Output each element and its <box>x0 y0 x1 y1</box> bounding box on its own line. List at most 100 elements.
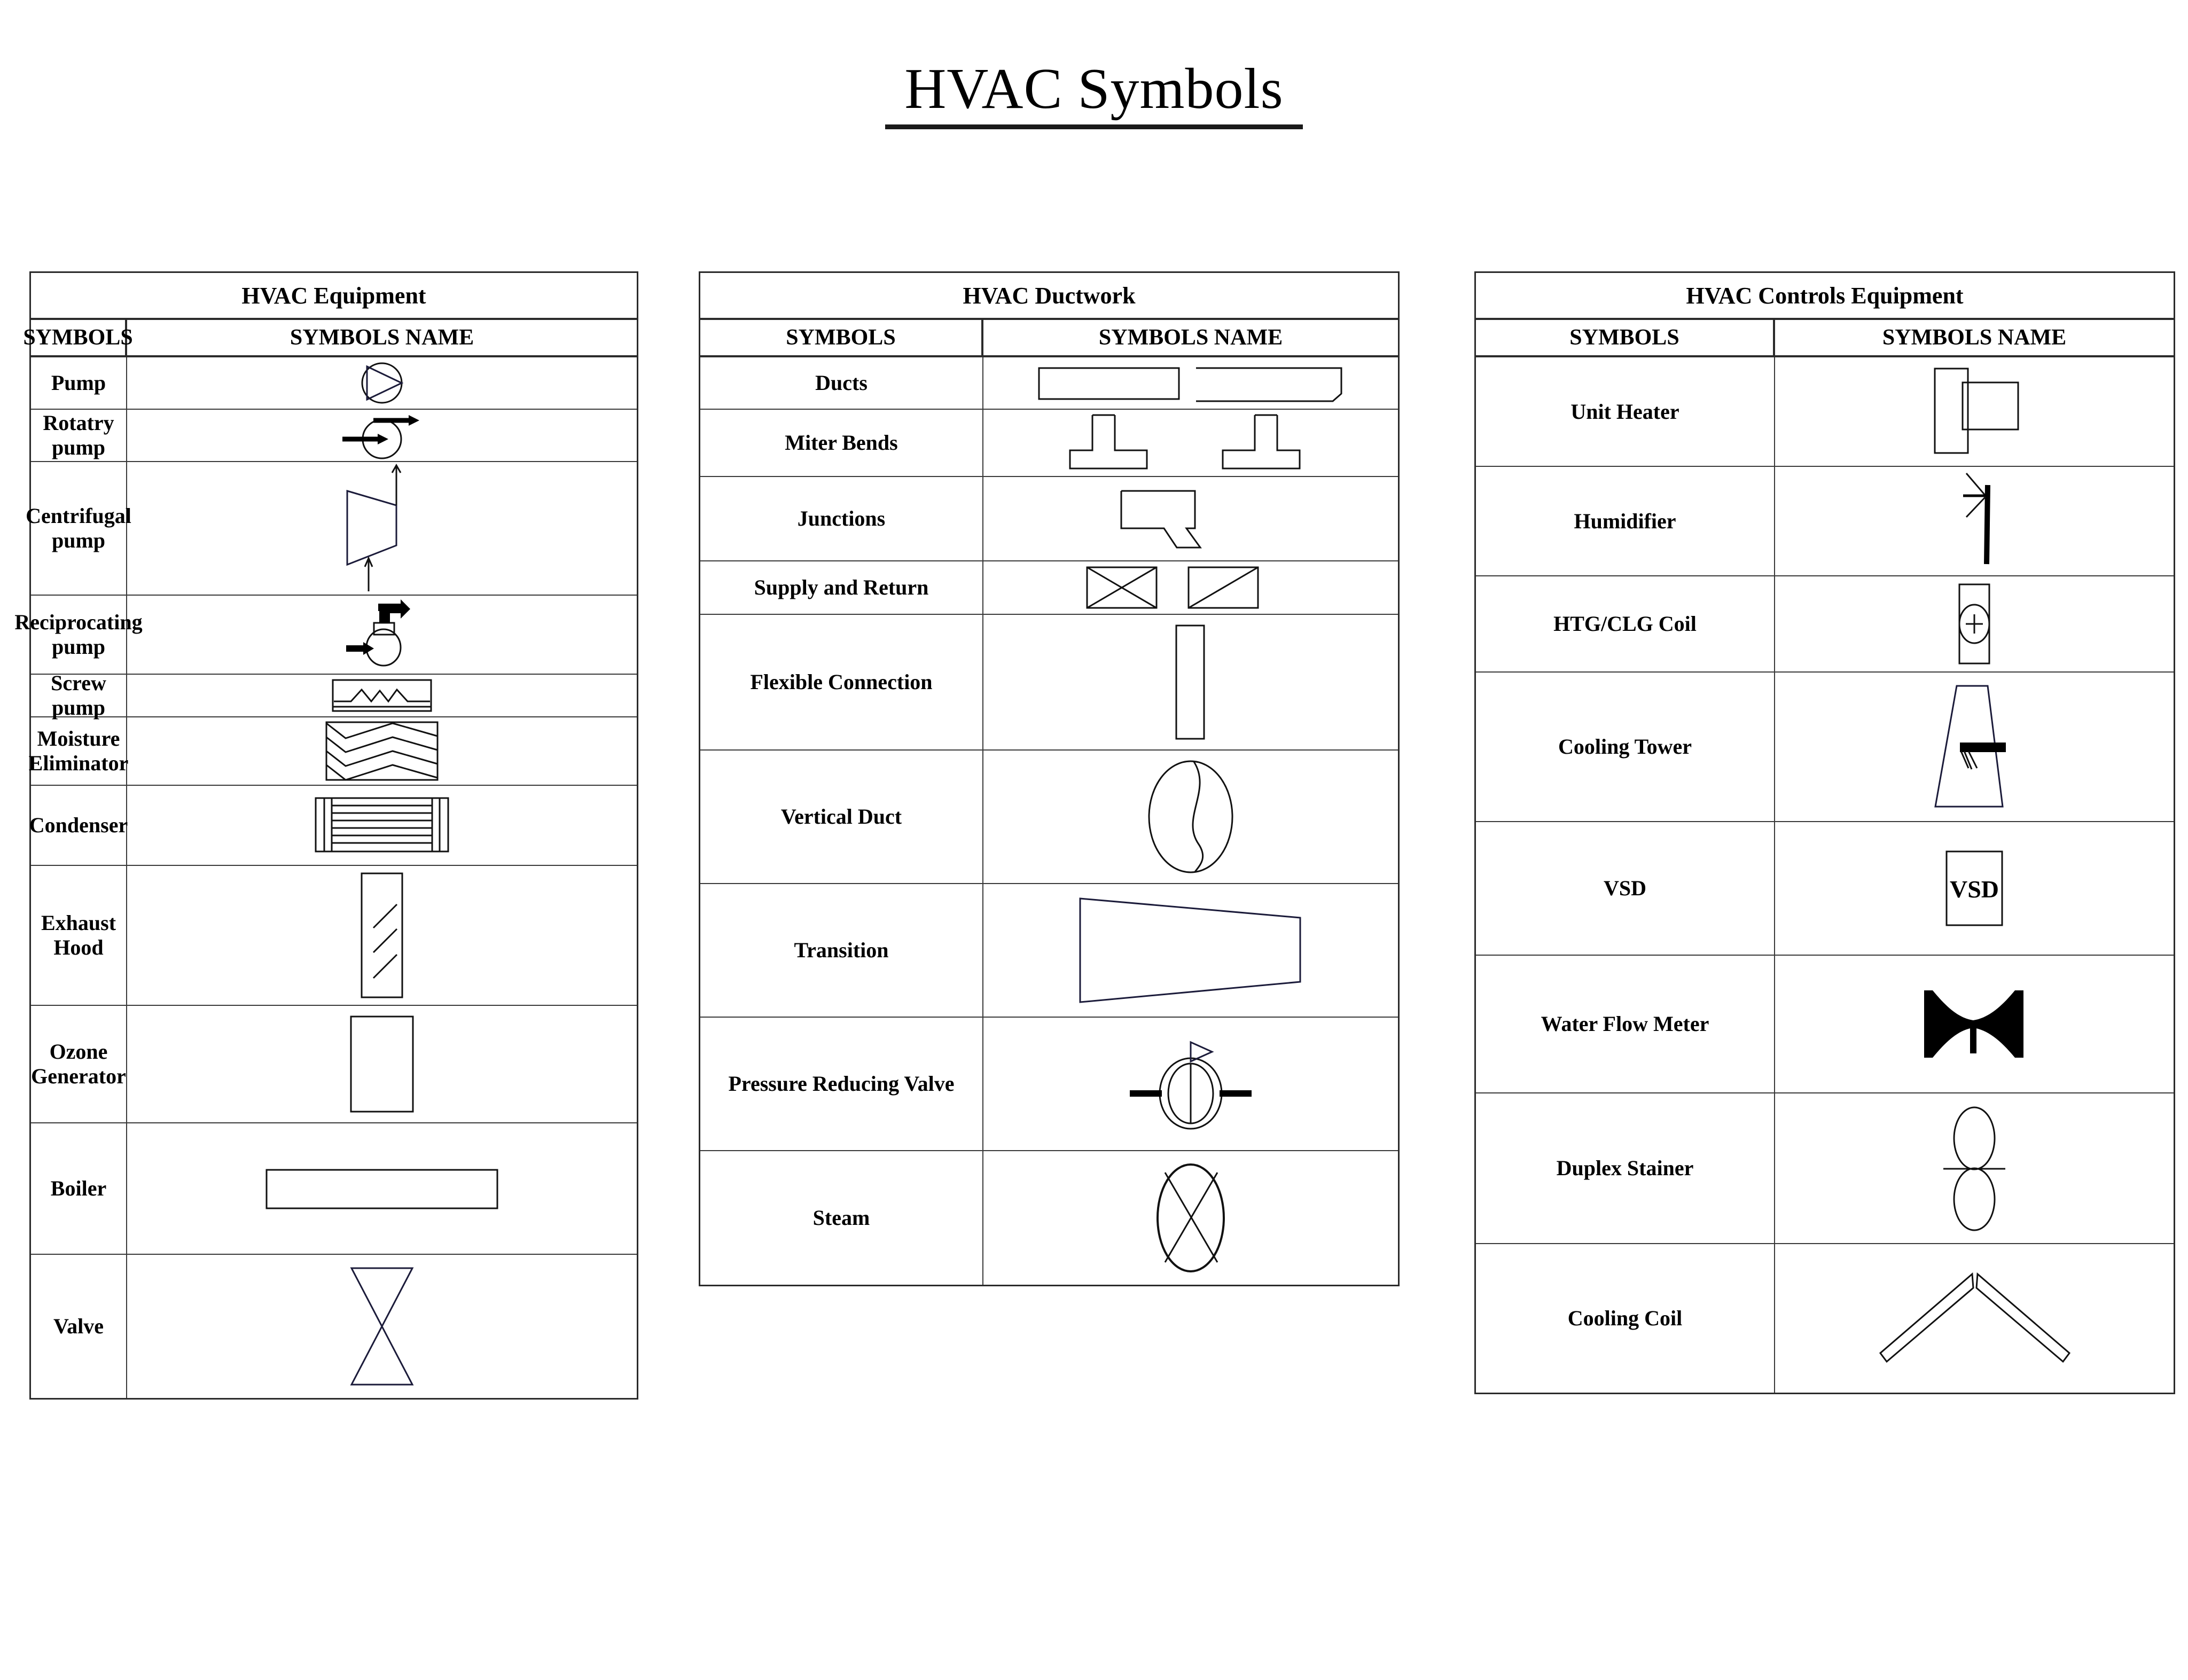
row-label: Junctions <box>700 477 983 560</box>
table-row: Cooling Tower <box>1476 673 2174 822</box>
symbol-bowtie-flow-meter <box>1775 956 2174 1092</box>
symbol-valve-circle-with-flag <box>983 1018 1398 1150</box>
table-title-equipment: HVAC Equipment <box>31 273 637 320</box>
table-row: Junctions <box>700 477 1398 561</box>
symbol-box-with-plus-circle <box>1775 576 2174 671</box>
page-title-container: HVAC Symbols <box>0 59 2188 130</box>
row-label: Reciprocating pump <box>14 596 143 674</box>
row-label: Ozone Generator <box>31 1006 127 1122</box>
symbol-box-with-zigzag <box>127 675 637 716</box>
table-row: HTG/CLG Coil <box>1476 576 2174 673</box>
row-label: Vertical Duct <box>700 751 983 883</box>
row-label: Screw pump <box>31 671 127 720</box>
row-label: Moisture Eliminator <box>29 717 128 785</box>
symbol-trapezoid-impeller-arrows <box>127 462 637 595</box>
table-row: Exhaust Hood <box>31 866 637 1006</box>
symbol-finned-coil-box <box>127 786 637 865</box>
table-row: Reciprocating pump <box>14 596 637 675</box>
table-row: Centrifugal pump <box>26 462 637 596</box>
table-row: Humidifier <box>1476 467 2174 576</box>
symbol-crossed-and-diagonal-box <box>983 561 1398 614</box>
row-label: Boiler <box>31 1123 127 1254</box>
symbol-piston-with-arrows <box>127 596 637 674</box>
table-header-row-controls: SYMBOLS SYMBOLS NAME <box>1476 320 2174 357</box>
symbol-tower-with-fan-bar <box>1775 673 2174 821</box>
table-title-ductwork: HVAC Ductwork <box>700 273 1398 320</box>
symbol-vsd-labelled-box: VSD <box>1775 822 2174 955</box>
row-label: VSD <box>1476 822 1775 955</box>
symbol-duct-branch-tap <box>983 477 1398 560</box>
page-title: HVAC Symbols <box>885 59 1303 130</box>
table-row: VSD VSD <box>1476 822 2174 956</box>
table-row: Supply and Return <box>700 561 1398 615</box>
table-row: Ducts <box>700 357 1398 410</box>
symbol-chevron-coil <box>1775 1244 2174 1393</box>
row-label: Water Flow Meter <box>1476 956 1775 1092</box>
symbol-two-duct-rectangles <box>983 357 1398 409</box>
row-label: Pressure Reducing Valve <box>700 1018 983 1150</box>
table-row: Pump <box>31 357 637 410</box>
table-title-controls: HVAC Controls Equipment <box>1476 273 2174 320</box>
symbol-two-l-bends <box>983 410 1398 476</box>
row-label: Ducts <box>700 357 983 409</box>
row-label: Supply and Return <box>700 561 983 614</box>
header-symbols-name-equipment: SYMBOLS NAME <box>290 325 474 350</box>
table-hvac-equipment: HVAC Equipment SYMBOLS SYMBOLS NAME Pump… <box>14 271 638 1400</box>
header-symbols-ductwork: SYMBOLS <box>700 320 983 355</box>
symbol-box-with-chevrons <box>127 717 637 785</box>
row-label: Cooling Tower <box>1476 673 1775 821</box>
row-label: Miter Bends <box>700 410 983 476</box>
row-label: Centrifugal pump <box>26 462 131 595</box>
table-row: Pressure Reducing Valve <box>700 1018 1398 1151</box>
symbol-two-overlapping-rectangles <box>1775 357 2174 466</box>
symbol-tall-narrow-rectangle <box>983 615 1398 749</box>
row-label: Valve <box>31 1255 127 1398</box>
table-row: Screw pump <box>31 671 637 720</box>
row-label: Unit Heater <box>1476 357 1775 466</box>
table-row: Moisture Eliminator <box>29 717 637 786</box>
table-header-row-ductwork: SYMBOLS SYMBOLS NAME <box>700 320 1398 357</box>
header-symbols-controls: SYMBOLS <box>1476 320 1775 355</box>
symbol-ellipse-with-s-curve <box>983 751 1398 883</box>
symbol-vertical-bowtie <box>127 1255 637 1398</box>
table-row: Cooling Coil <box>1476 1244 2174 1393</box>
table-header-row-equipment: SYMBOLS SYMBOLS NAME <box>23 320 637 357</box>
table-row: Boiler <box>31 1123 637 1255</box>
symbol-spray-nozzle-bar <box>1775 467 2174 575</box>
row-label: Rotatry pump <box>31 410 127 461</box>
row-label: Steam <box>700 1151 983 1285</box>
symbol-tapered-trapezoid <box>983 884 1398 1017</box>
table-row: Flexible Connection <box>700 615 1398 751</box>
row-label: Cooling Coil <box>1476 1244 1775 1393</box>
symbol-two-stacked-ellipses <box>1775 1093 2174 1243</box>
symbol-circle-with-two-arrows <box>127 410 637 461</box>
table-row: Transition <box>700 884 1398 1018</box>
symbol-ellipse-with-x <box>983 1151 1398 1285</box>
table-row: Vertical Duct <box>700 751 1398 884</box>
row-label: Flexible Connection <box>700 615 983 749</box>
symbol-circle-with-triangle <box>127 357 637 409</box>
table-row: Duplex Stainer <box>1476 1093 2174 1244</box>
symbol-plain-square <box>127 1006 637 1122</box>
symbol-vertical-box-with-slashes <box>127 866 637 1005</box>
table-row: Rotatry pump <box>31 410 637 462</box>
table-hvac-controls-equipment: HVAC Controls Equipment SYMBOLS SYMBOLS … <box>1474 271 2175 1394</box>
row-label: HTG/CLG Coil <box>1476 576 1775 671</box>
table-row: Steam <box>700 1151 1398 1285</box>
row-label: Humidifier <box>1476 467 1775 575</box>
table-row: Ozone Generator <box>31 1006 637 1123</box>
row-label: Pump <box>31 357 127 409</box>
header-symbols-name-controls: SYMBOLS NAME <box>1882 325 2067 350</box>
row-label: Condenser <box>29 786 128 865</box>
table-row: Valve <box>31 1255 637 1398</box>
row-label: Exhaust Hood <box>31 866 127 1005</box>
table-row: Miter Bends <box>700 410 1398 477</box>
symbol-wide-rectangle <box>127 1123 637 1254</box>
table-row: Condenser <box>29 786 637 866</box>
row-label: Transition <box>700 884 983 1017</box>
header-symbols-equipment: SYMBOLS <box>23 320 133 355</box>
row-label: Duplex Stainer <box>1476 1093 1775 1243</box>
table-row: Water Flow Meter <box>1476 956 2174 1093</box>
vsd-box-label: VSD <box>1950 876 1999 903</box>
table-row: Unit Heater <box>1476 357 2174 467</box>
